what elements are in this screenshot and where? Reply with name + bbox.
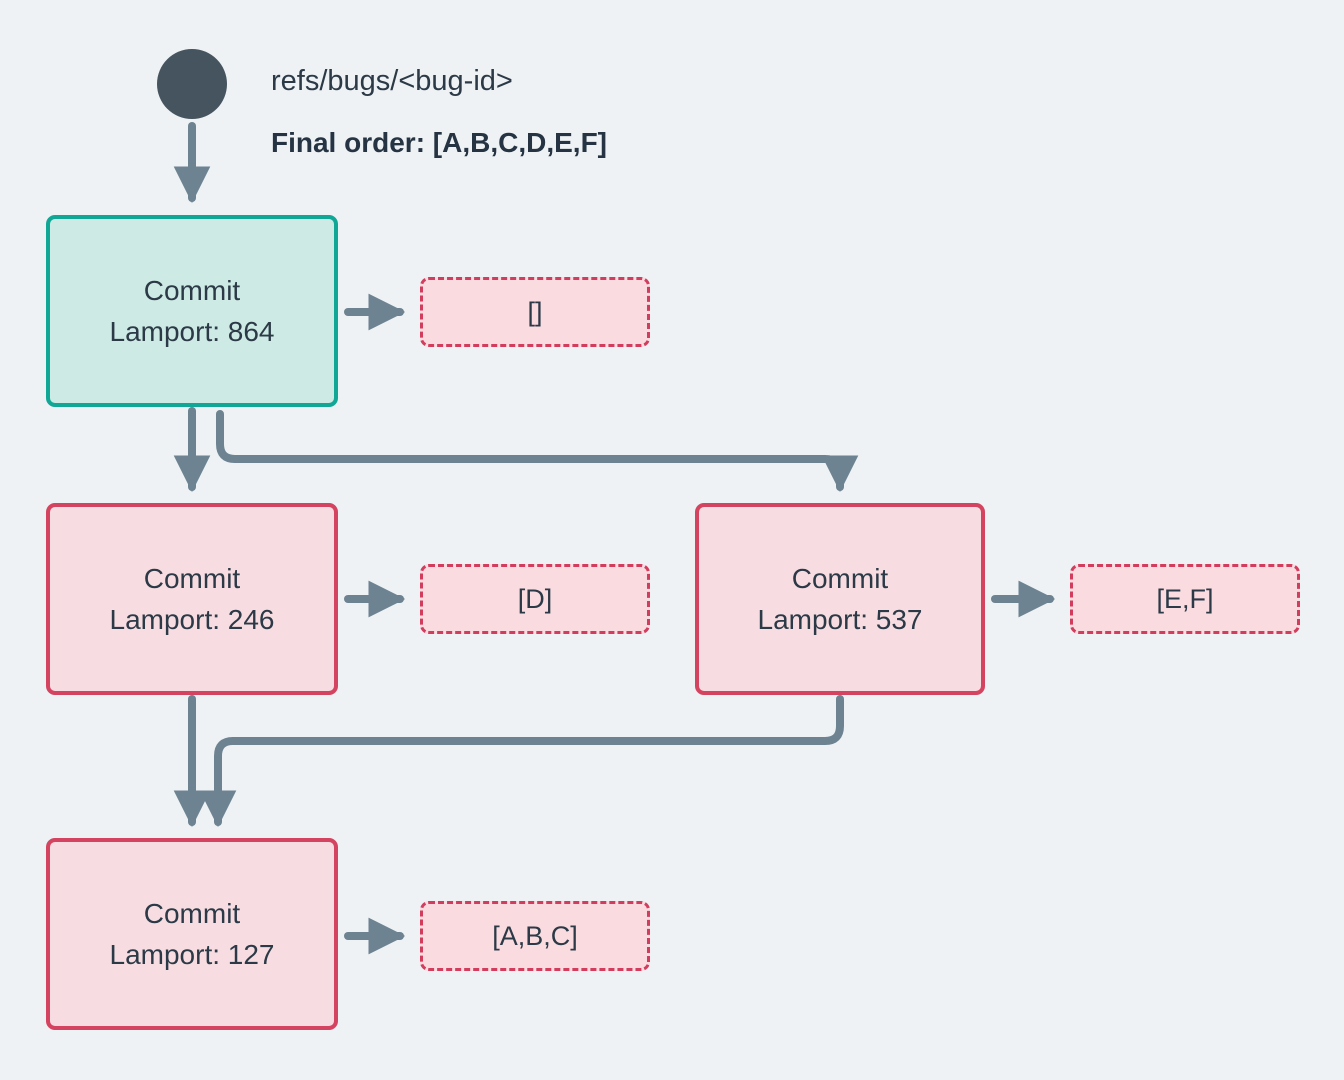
payload-label: [D] [517,583,553,614]
commit-node-127[interactable]: Commit Lamport: 127 [46,838,338,1030]
payload-label: [E,F] [1156,583,1214,614]
commit-node-title: Commit [143,897,241,929]
commit-node-lamport: Lamport: 246 [109,604,275,635]
payload-label: [A,B,C] [492,920,578,951]
payload-box-127[interactable]: [A,B,C] [420,901,650,971]
commit-node-title: Commit [143,274,241,306]
payload-box-864[interactable]: [] [420,277,650,347]
edge-864-to-537 [216,410,859,493]
commit-node-246[interactable]: Commit Lamport: 246 [46,503,338,695]
start-dot [157,49,227,119]
ref-label: refs/bugs/<bug-id> [271,65,513,97]
commit-node-864[interactable]: Commit Lamport: 864 [46,215,338,407]
payload-box-246[interactable]: [D] [420,564,650,634]
edge-537-to-127 [199,695,844,828]
commit-node-537[interactable]: Commit Lamport: 537 [695,503,985,695]
payload-box-537[interactable]: [E,F] [1070,564,1300,634]
commit-node-title: Commit [791,562,889,594]
commit-node-lamport: Lamport: 864 [109,316,275,347]
commit-node-lamport: Lamport: 537 [757,604,923,635]
payload-label: [] [527,296,543,327]
final-order-label: Final order: [A,B,C,D,E,F] [271,127,607,158]
commit-node-lamport: Lamport: 127 [109,939,275,970]
commit-node-title: Commit [143,562,241,594]
